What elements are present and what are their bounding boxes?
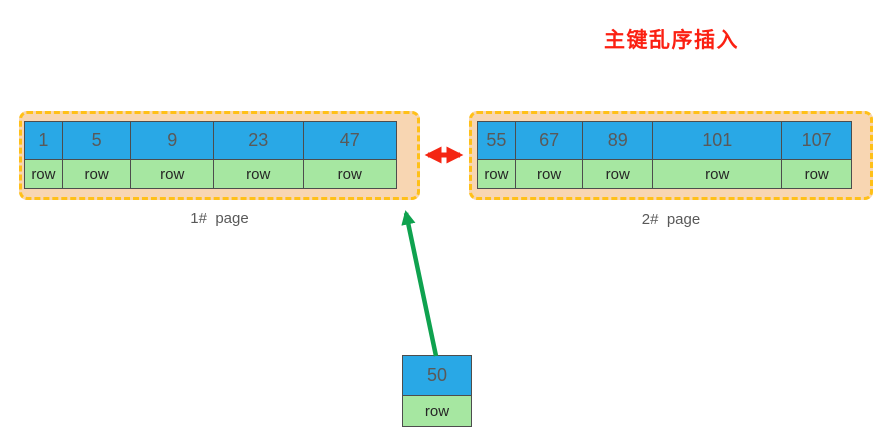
record-table-1: 1 row 5 row 9 row 23 row 47 row <box>24 121 397 189</box>
insert-record-box: 50 row <box>402 355 472 427</box>
row-label: row <box>782 160 851 188</box>
record-cell: 5 row <box>61 122 131 188</box>
record-cell: 47 row <box>302 122 396 188</box>
row-label: row <box>515 160 583 188</box>
page-label-2: 2# page <box>641 211 701 228</box>
record-cell: 107 row <box>781 122 851 188</box>
row-label: row <box>583 160 653 188</box>
record-table-2: 55 row 67 row 89 row 101 row 107 row <box>477 121 852 189</box>
row-label: row <box>478 160 515 188</box>
key-value: 55 <box>478 122 515 160</box>
key-value: 47 <box>303 122 396 160</box>
row-label: row <box>653 160 782 188</box>
row-label: row <box>403 396 471 426</box>
record-cell: 9 row <box>130 122 213 188</box>
record-cell: 1 row <box>25 122 62 188</box>
record-cell: 23 row <box>212 122 303 188</box>
key-value: 67 <box>515 122 583 160</box>
key-value: 50 <box>403 356 471 396</box>
key-value: 1 <box>25 122 62 160</box>
key-value: 9 <box>131 122 213 160</box>
record-cell: 55 row <box>478 122 515 188</box>
row-label: row <box>25 160 62 188</box>
diagram-title: 主键乱序插入 <box>604 29 739 52</box>
green-insert-arrow <box>401 210 439 357</box>
row-label: row <box>131 160 213 188</box>
page-label-1: 1# page <box>190 210 249 227</box>
row-label: row <box>213 160 303 188</box>
row-label: row <box>62 160 131 188</box>
page-container-1: 1 row 5 row 9 row 23 row 47 row <box>19 111 420 200</box>
row-label: row <box>303 160 396 188</box>
key-value: 89 <box>583 122 653 160</box>
key-value: 107 <box>782 122 851 160</box>
record-cell: 89 row <box>582 122 653 188</box>
key-value: 5 <box>62 122 131 160</box>
key-value: 23 <box>213 122 303 160</box>
record-cell: 101 row <box>652 122 782 188</box>
page-container-2: 55 row 67 row 89 row 101 row 107 row <box>469 111 873 200</box>
key-value: 101 <box>653 122 782 160</box>
record-cell: 67 row <box>514 122 583 188</box>
